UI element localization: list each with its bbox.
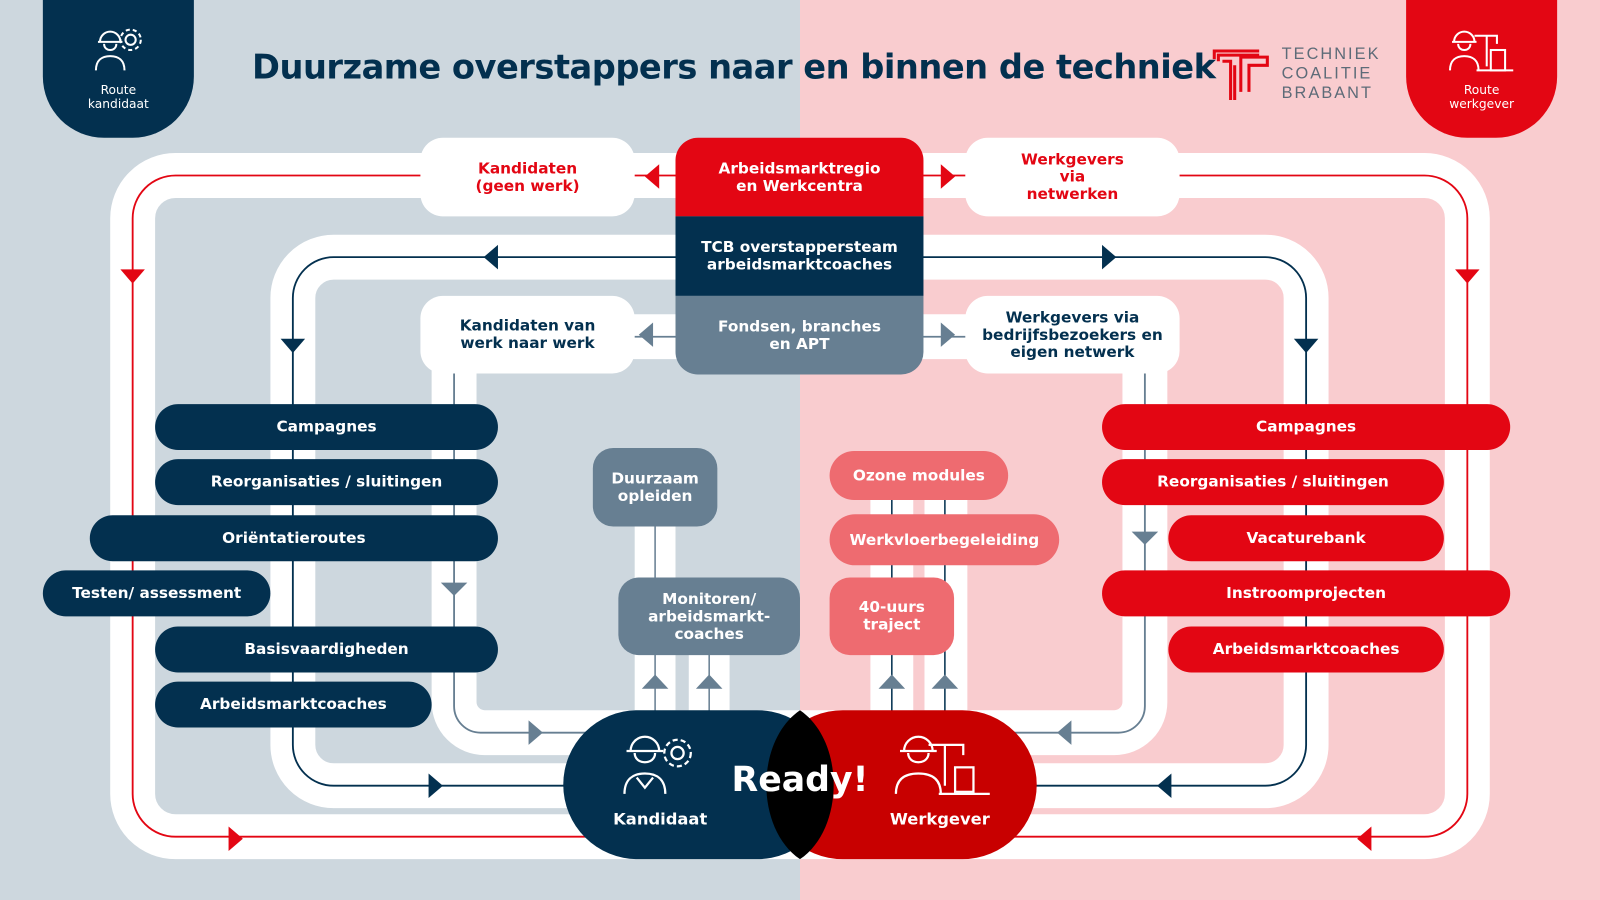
arrow-up-icon bbox=[695, 674, 723, 689]
page-title: Duurzame overstappers naar en binnen de … bbox=[252, 46, 1216, 87]
logo-line-2: COALITIE bbox=[1281, 65, 1373, 83]
arrow-up-icon bbox=[641, 674, 669, 689]
overlap-lens bbox=[766, 710, 834, 860]
monitoren-box: Monitoren/ arbeidsmarkt-coaches bbox=[618, 577, 800, 656]
kandidaten-werk-naar-werk-box: Kandidaten van werk naar werk bbox=[420, 295, 635, 374]
ozone-modules-box: Ozone modules bbox=[829, 451, 1009, 500]
arrow-down-icon bbox=[440, 582, 468, 596]
logo-line-1: TECHNIEK bbox=[1281, 45, 1381, 64]
werkgevers-netwerken-box: Werkgevers via netwerken bbox=[965, 137, 1180, 217]
worker-gear-icon bbox=[94, 28, 142, 71]
arrow-down-icon bbox=[120, 269, 145, 284]
40-uurs-traject-box: 40-uurs traject bbox=[829, 577, 955, 656]
right-item-arbeidsmarktcoaches: Arbeidsmarktcoaches bbox=[1168, 626, 1444, 673]
arrow-left-icon bbox=[1057, 720, 1072, 745]
arrow-right-icon bbox=[528, 720, 543, 745]
left-item-testen: Testen/ assessment bbox=[42, 570, 271, 617]
duurzaam-opleiden-box: Duurzaam opleiden bbox=[592, 447, 718, 527]
arbeidsmarktregio-box: Arbeidsmarktregio en Werkcentra bbox=[675, 137, 924, 217]
left-item-basisvaardigheden: Basisvaardigheden bbox=[155, 626, 498, 673]
route-werkgever-tab[interactable]: Route werkgever bbox=[1406, 0, 1558, 138]
arrow-right-icon bbox=[1102, 244, 1117, 270]
kandidaten-geen-werk-box: Kandidaten (geen werk) bbox=[420, 137, 635, 217]
tcb-overstappersteam-box: TCB overstappersteam arbeidsmarktcoaches bbox=[675, 216, 924, 296]
arrow-right-icon bbox=[940, 322, 956, 347]
arrow-up-icon bbox=[878, 674, 906, 689]
arrow-left-icon bbox=[644, 164, 660, 189]
ready-label: Ready! bbox=[731, 759, 869, 800]
kandidaat-worker-gear-icon bbox=[623, 735, 692, 794]
werkvloerbegeleiding-box: Werkvloerbegeleiding bbox=[829, 514, 1060, 566]
left-item-reorganisaties: Reorganisaties / sluitingen bbox=[155, 459, 498, 506]
left-item-orientatieroutes: Oriëntatieroutes bbox=[89, 515, 498, 562]
route-kandidaat-tab[interactable]: Route kandidaat bbox=[42, 0, 194, 138]
arrow-left-icon bbox=[483, 244, 498, 270]
logo-line-3: BRABANT bbox=[1281, 84, 1374, 103]
arrow-down-icon bbox=[280, 338, 306, 354]
werkgever-label: Werkgever bbox=[889, 809, 990, 829]
werkgevers-bedrijfsbezoekers-box: Werkgevers via bedrijfsbezoekers en eige… bbox=[965, 295, 1180, 374]
right-item-instroomprojecten: Instroomprojecten bbox=[1102, 570, 1511, 617]
arrow-left-icon bbox=[638, 322, 654, 347]
route-werkgever-label: Route werkgever bbox=[1449, 82, 1515, 112]
right-item-reorganisaties: Reorganisaties / sluitingen bbox=[1102, 459, 1444, 506]
right-item-campagnes: Campagnes bbox=[1102, 404, 1511, 450]
techniek-coalitie-brabant-logo: TECHNIEK COALITIE BRABANT bbox=[1212, 45, 1380, 103]
kandidaat-label: Kandidaat bbox=[613, 809, 708, 829]
right-item-vacaturebank: Vacaturebank bbox=[1168, 515, 1444, 562]
arrow-right-icon bbox=[428, 773, 443, 798]
route-kandidaat-label: Route kandidaat bbox=[87, 82, 149, 112]
arrow-right-icon bbox=[940, 164, 956, 189]
fondsen-branches-box: Fondsen, branches en APT bbox=[675, 295, 924, 375]
arrow-left-icon bbox=[1157, 773, 1172, 798]
left-item-campagnes: Campagnes bbox=[155, 404, 498, 450]
arrow-down-icon bbox=[1131, 531, 1159, 545]
werkgever-worker-building-icon bbox=[894, 735, 990, 795]
arrow-down-icon bbox=[1455, 269, 1480, 284]
arrow-down-icon bbox=[1293, 338, 1319, 354]
worker-building-icon bbox=[1448, 30, 1514, 72]
left-item-arbeidsmarktcoaches: Arbeidsmarktcoaches bbox=[155, 681, 432, 728]
arrow-left-icon bbox=[1357, 826, 1372, 852]
arrow-up-icon bbox=[931, 674, 959, 689]
tcb-logo-mark bbox=[1212, 48, 1269, 100]
arrow-right-icon bbox=[228, 826, 243, 852]
